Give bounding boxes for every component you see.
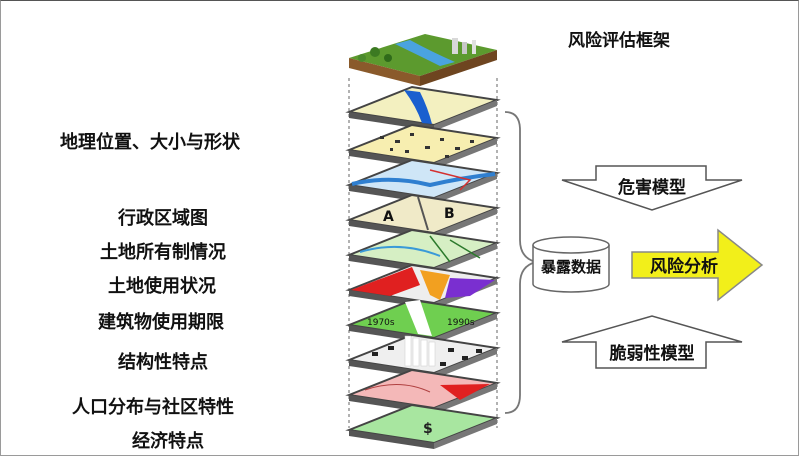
- label-structural-features: 结构性特点: [118, 352, 208, 373]
- label-location-size-shape: 地理位置、大小与形状: [60, 132, 240, 153]
- layer-river: [345, 85, 501, 131]
- label-land-use: 土地使用状况: [108, 276, 216, 297]
- year-1990s-mark: 1990s: [447, 318, 475, 328]
- vulnerability-model-label: 脆弱性模型: [609, 343, 695, 364]
- zone-b-mark: B: [444, 206, 455, 222]
- risk-analysis-arrow: 风险分析: [631, 228, 764, 302]
- layer-hydrology: [345, 158, 501, 204]
- dollar-mark: $: [423, 421, 433, 437]
- hazard-model-arrow: 危害模型: [561, 165, 743, 211]
- exposure-data-cylinder-icon: 暴露数据: [532, 236, 610, 293]
- vulnerability-model-arrow: 脆弱性模型: [561, 315, 743, 369]
- year-1970s-mark: 1970s: [367, 318, 395, 328]
- layer-economic: $: [345, 403, 501, 449]
- label-population-community: 人口分布与社区特性: [72, 397, 234, 418]
- label-land-ownership: 土地所有制情况: [100, 242, 226, 263]
- layer-group-brace: [504, 111, 537, 414]
- hazard-model-label: 危害模型: [617, 177, 686, 198]
- risk-analysis-label: 风险分析: [650, 256, 718, 277]
- label-economic-features: 经济特点: [132, 431, 204, 452]
- exposure-data-label: 暴露数据: [541, 258, 601, 276]
- layer-population: [345, 368, 501, 414]
- label-building-age: 建筑物使用期限: [98, 312, 224, 333]
- label-administrative-map: 行政区域图: [118, 208, 208, 229]
- terrain-block-icon: [349, 34, 497, 86]
- diagram-title: 风险评估框架: [568, 31, 670, 51]
- zone-a-mark: A: [383, 209, 394, 225]
- layer-structure: [345, 333, 501, 379]
